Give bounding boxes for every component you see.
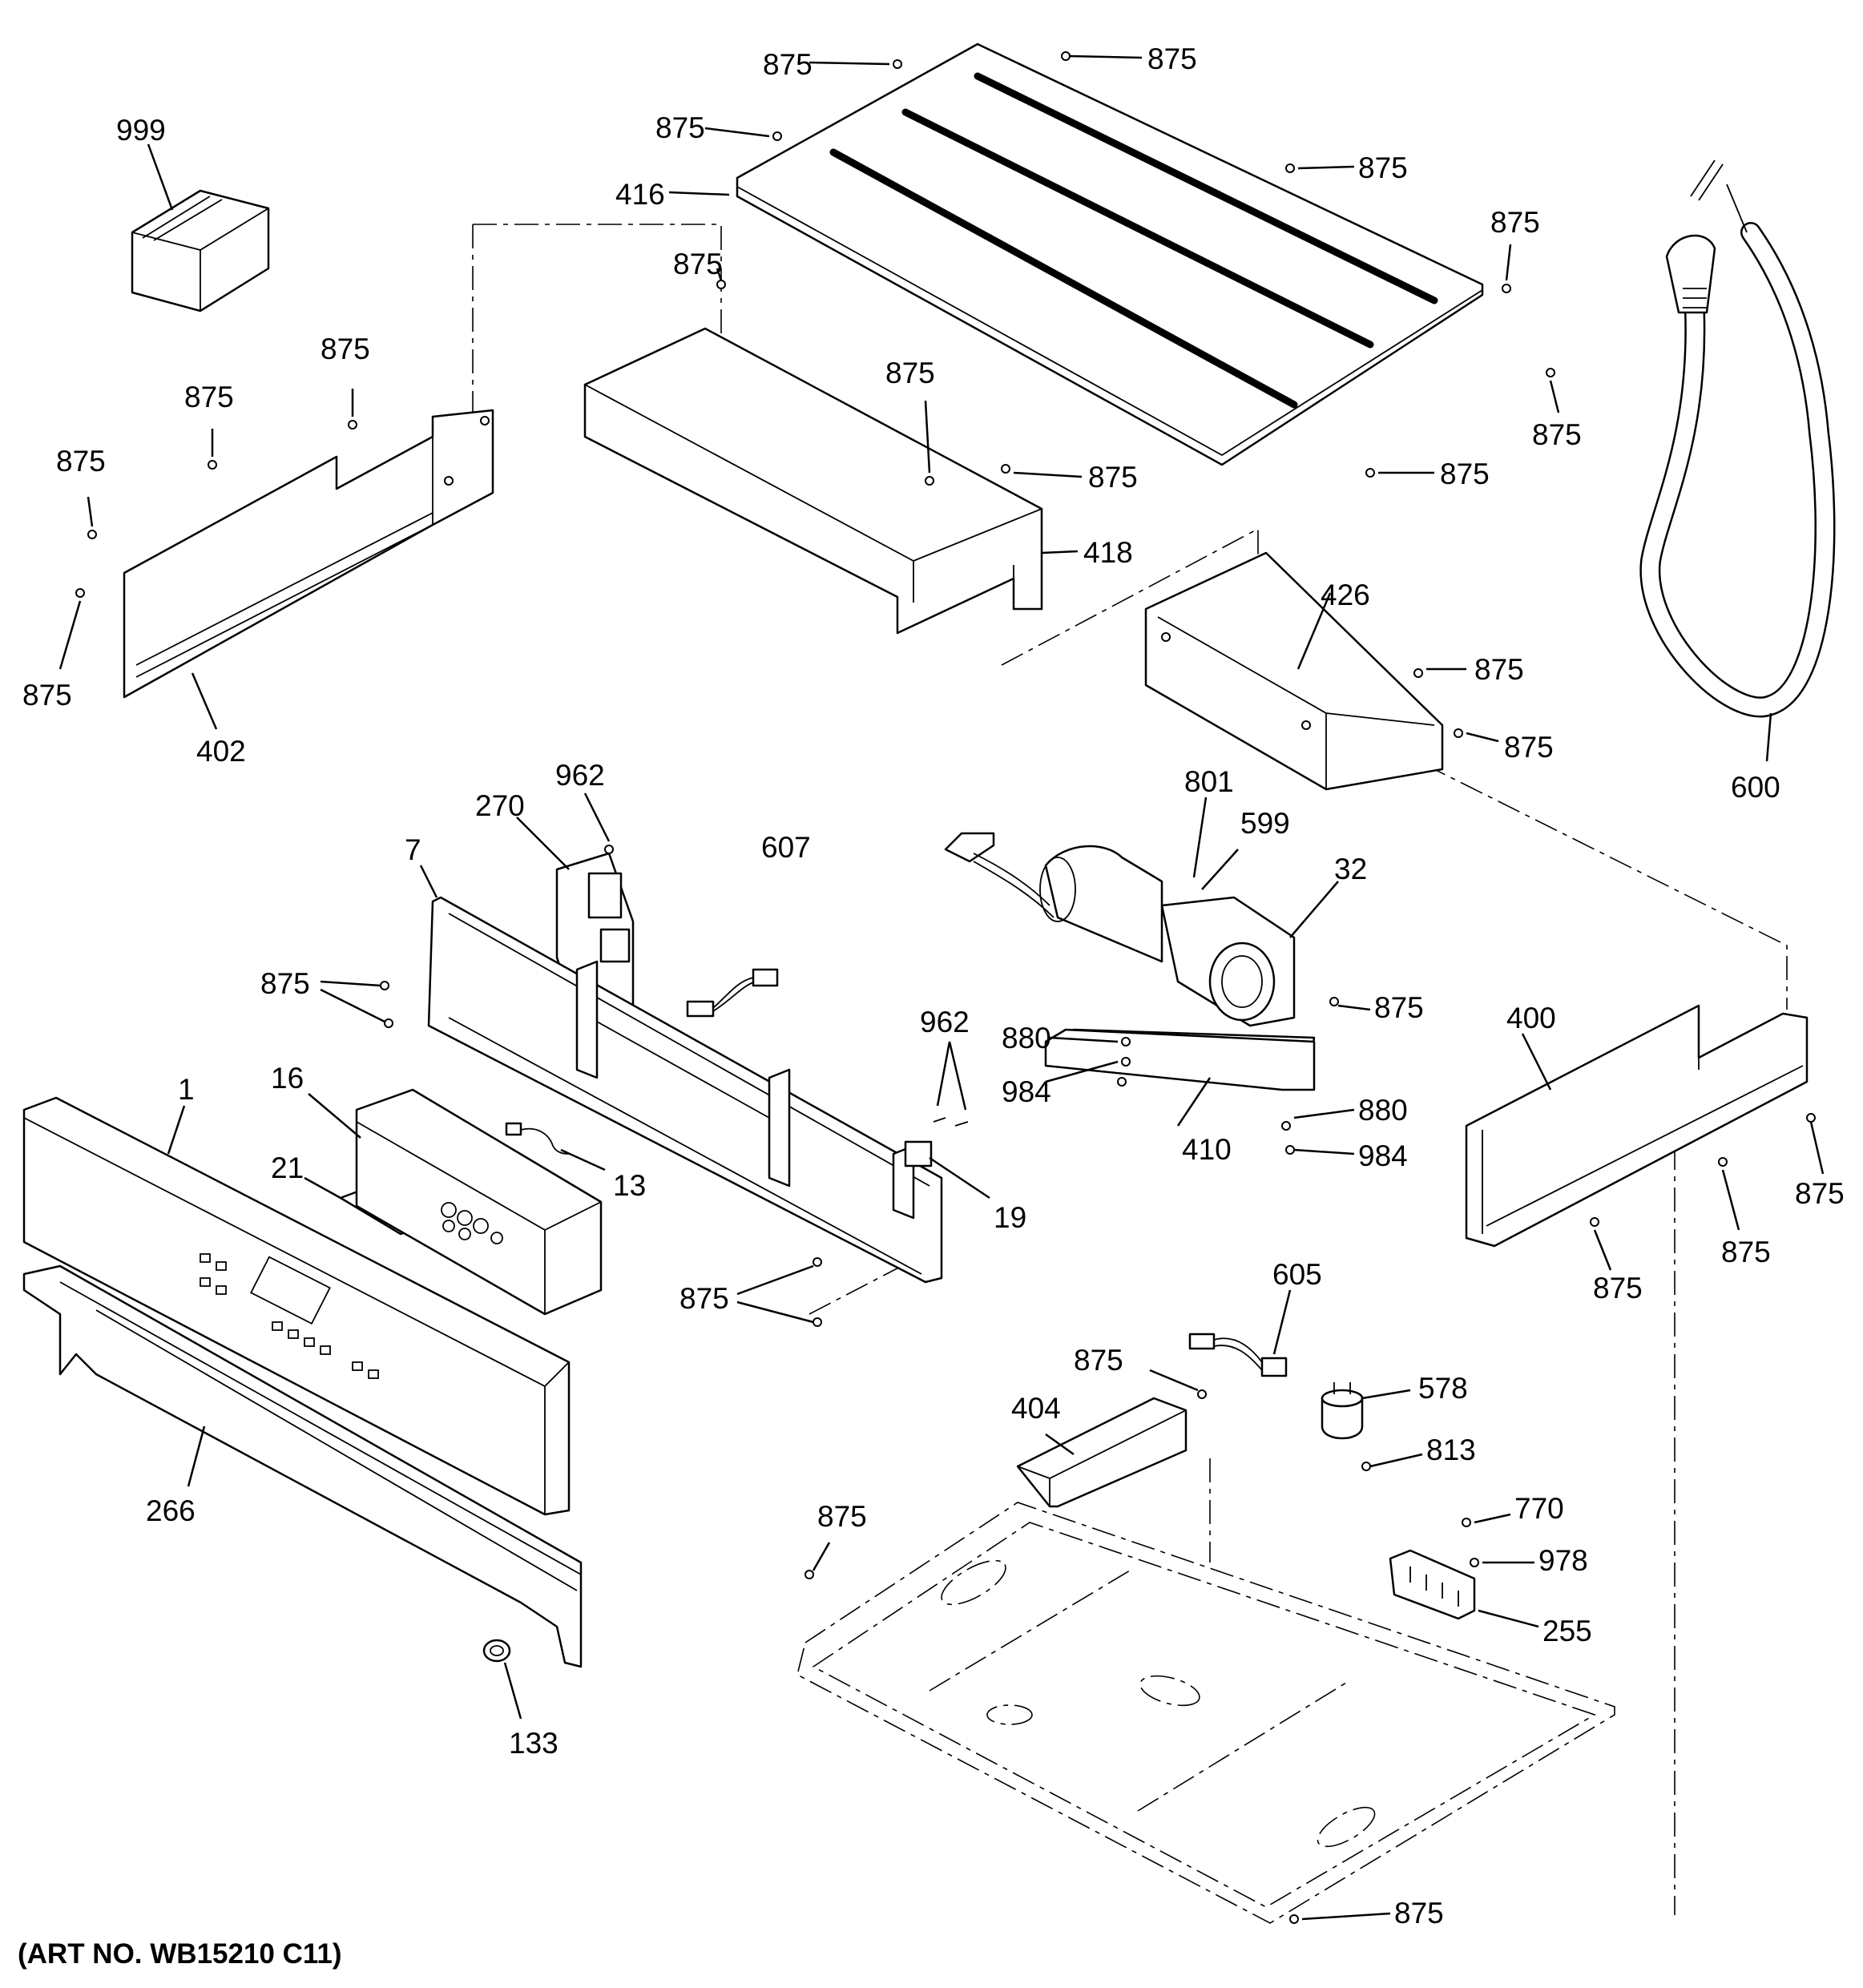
callout-400: 400 <box>1506 1002 1556 1034</box>
callout-999: 999 <box>116 114 166 147</box>
callout-875: 875 <box>1795 1177 1845 1210</box>
callout-875: 875 <box>260 967 310 1000</box>
callout-7: 7 <box>405 833 421 866</box>
trim-266 <box>22 1264 583 1668</box>
callout-16: 16 <box>271 1062 304 1095</box>
callout-255: 255 <box>1542 1615 1592 1647</box>
callout-21: 21 <box>271 1151 304 1184</box>
motor-bracket-410 <box>1044 1028 1316 1091</box>
callout-813: 813 <box>1426 1434 1476 1466</box>
knob-133 <box>482 1639 511 1663</box>
callout-875: 875 <box>1358 151 1408 184</box>
thermal-switch-19 <box>904 1117 969 1167</box>
callout-875: 875 <box>1147 42 1197 75</box>
callout-875: 875 <box>321 333 370 365</box>
callout-426: 426 <box>1321 579 1370 611</box>
callout-880: 880 <box>1002 1022 1051 1054</box>
callout-875: 875 <box>1504 731 1554 764</box>
callout-875: 875 <box>184 381 234 413</box>
callout-875: 875 <box>655 111 705 144</box>
power-cord-600 <box>1639 159 1836 718</box>
callout-266: 266 <box>146 1494 196 1527</box>
callout-13: 13 <box>613 1169 646 1202</box>
callout-875: 875 <box>1721 1236 1771 1268</box>
leader-lines <box>58 54 1825 1921</box>
side-panel-402 <box>123 409 494 699</box>
callout-875: 875 <box>1593 1272 1643 1304</box>
callout-labels: 999 875 875 875 416 875 875 875 875 875 … <box>22 42 1845 1930</box>
callout-875: 875 <box>22 679 72 712</box>
callout-978: 978 <box>1538 1544 1588 1577</box>
callout-880: 880 <box>1358 1094 1408 1127</box>
motor-cover-426 <box>1144 551 1444 791</box>
bracket-404 <box>1016 1397 1188 1508</box>
callout-875: 875 <box>1074 1344 1123 1377</box>
callout-418: 418 <box>1083 536 1133 569</box>
wire-harness-607 <box>686 968 779 1018</box>
wire-harness-605 <box>1188 1333 1288 1377</box>
callout-962: 962 <box>920 1006 970 1038</box>
art-number: (ART NO. WB15210 C11) <box>18 1938 342 1970</box>
callout-270: 270 <box>475 789 525 822</box>
callout-402: 402 <box>196 735 246 768</box>
callout-1: 1 <box>178 1073 195 1106</box>
callout-875: 875 <box>1490 206 1540 239</box>
capacitor-578 <box>1321 1382 1364 1440</box>
callout-600: 600 <box>1731 771 1780 804</box>
callout-605: 605 <box>1272 1258 1322 1291</box>
screw-markers <box>75 51 1816 1924</box>
side-panel-400 <box>1465 1004 1809 1248</box>
callout-875: 875 <box>1440 458 1490 490</box>
callout-875: 875 <box>673 248 723 280</box>
callout-875: 875 <box>1474 653 1524 686</box>
callout-133: 133 <box>509 1727 558 1760</box>
callout-875: 875 <box>1374 991 1424 1024</box>
callout-770: 770 <box>1514 1492 1564 1525</box>
wire-harness-13 <box>505 1122 571 1155</box>
callout-875: 875 <box>56 445 106 478</box>
callout-32: 32 <box>1334 853 1367 885</box>
callout-875: 875 <box>679 1282 729 1315</box>
callout-962: 962 <box>555 759 605 792</box>
callout-984: 984 <box>1358 1139 1408 1172</box>
callout-19: 19 <box>994 1201 1026 1234</box>
callout-875: 875 <box>763 48 813 81</box>
callout-875: 875 <box>1088 461 1138 494</box>
terminal-block-255 <box>1389 1549 1476 1620</box>
callout-875: 875 <box>885 357 935 389</box>
base-tray <box>796 1502 1615 1924</box>
duct-cover-418 <box>583 327 1043 635</box>
callout-416: 416 <box>615 178 665 211</box>
callout-875: 875 <box>1532 418 1582 451</box>
callout-578: 578 <box>1418 1372 1468 1405</box>
callout-875: 875 <box>817 1500 867 1533</box>
control-panel-1 <box>22 1096 571 1516</box>
callout-875: 875 <box>1394 1897 1444 1930</box>
callout-984: 984 <box>1002 1075 1051 1108</box>
callout-607: 607 <box>761 831 811 864</box>
literature-box-999 <box>131 189 270 313</box>
callout-599: 599 <box>1240 807 1290 840</box>
control-board-16 <box>355 1088 603 1316</box>
callout-801: 801 <box>1184 765 1234 798</box>
callout-410: 410 <box>1182 1133 1232 1166</box>
callout-404: 404 <box>1011 1392 1061 1425</box>
top-cover-416 <box>736 42 1484 466</box>
